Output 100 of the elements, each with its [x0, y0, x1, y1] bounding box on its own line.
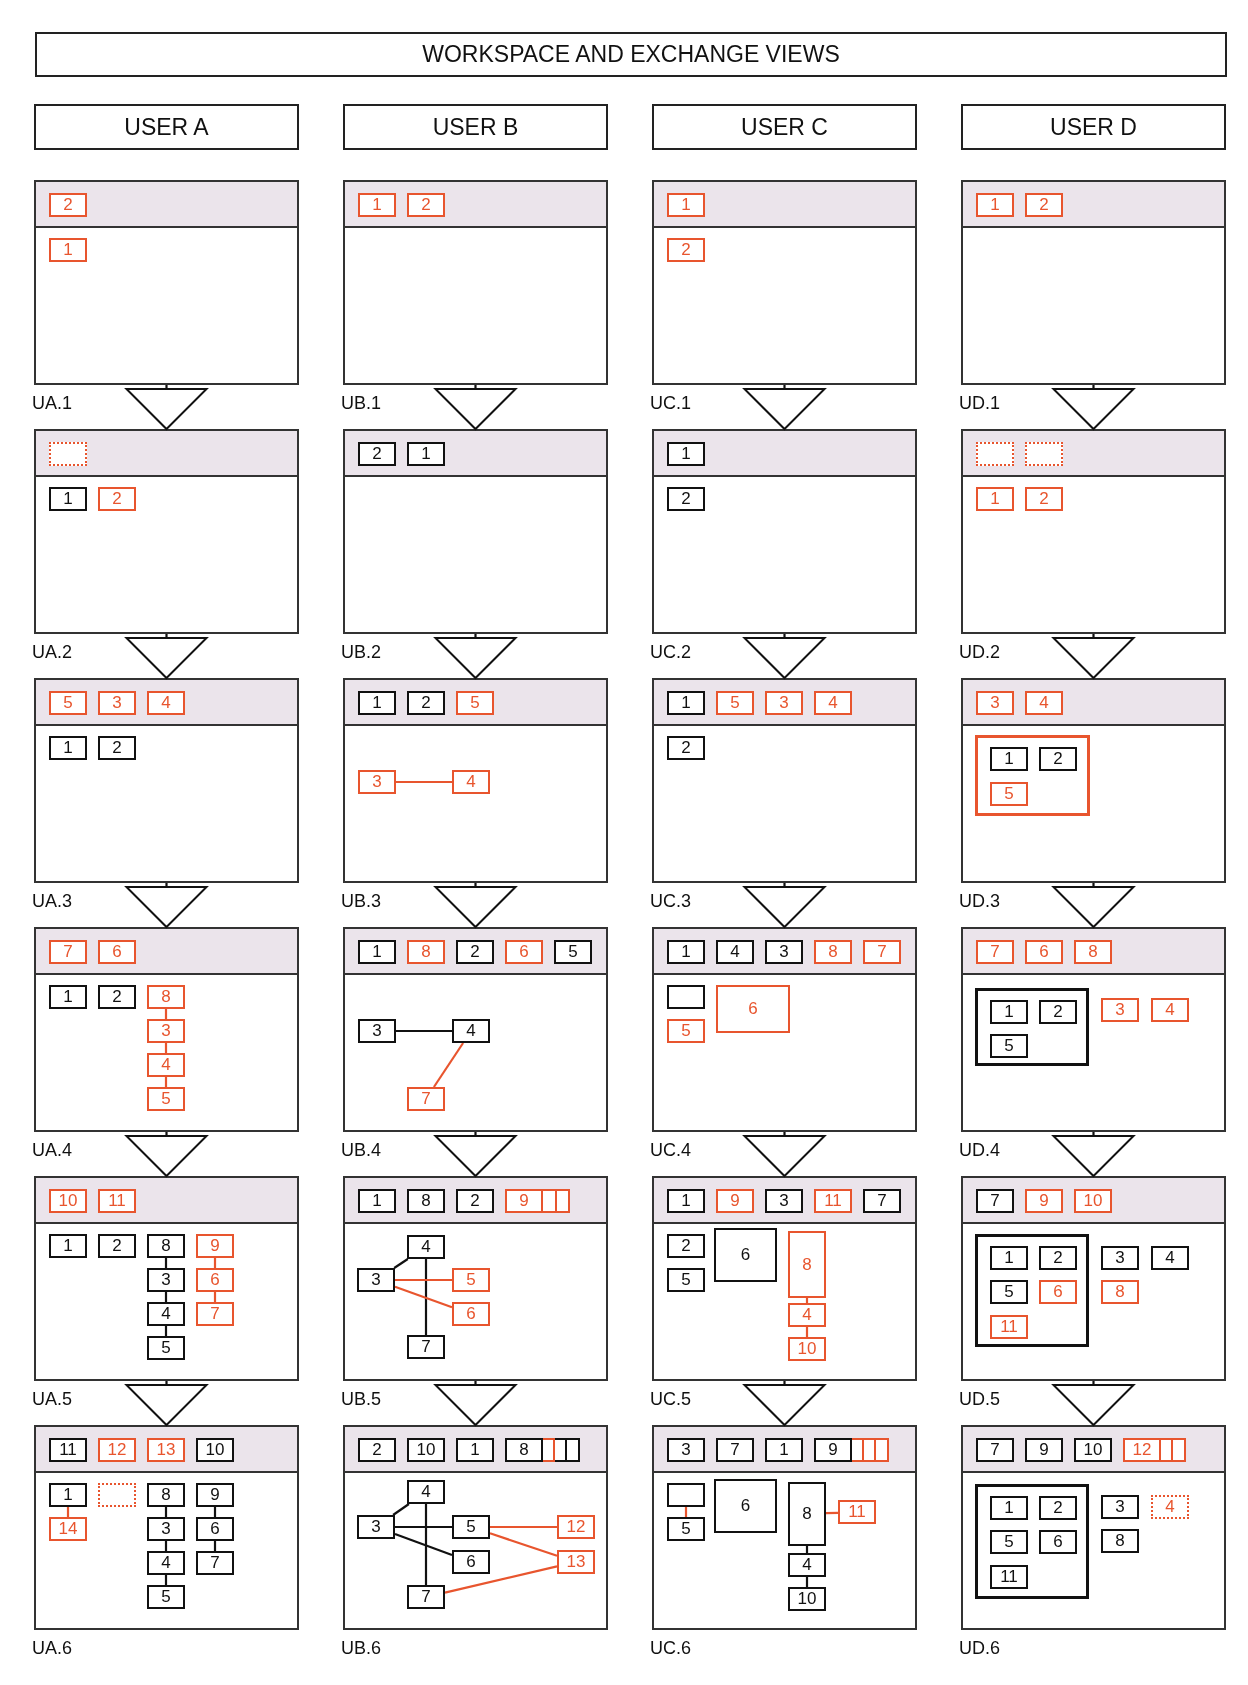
view-label: UC.1: [650, 393, 691, 414]
item-box: 1: [667, 940, 705, 964]
item-box: 4: [147, 1551, 185, 1575]
item-box: 8: [1074, 940, 1112, 964]
connector-line: [424, 1259, 428, 1335]
view-label: UB.1: [341, 393, 382, 414]
stacked-box: [557, 1189, 570, 1213]
view-label: UD.5: [959, 1389, 1000, 1410]
item-box: 3: [147, 1517, 185, 1541]
item-box: 1: [358, 1189, 396, 1213]
item-box: 5: [667, 1517, 705, 1541]
item-box: 3: [358, 770, 396, 794]
view-panel: [343, 927, 608, 1132]
view-panel: [34, 678, 299, 883]
item-box: 1: [667, 691, 705, 715]
item-box: 3: [765, 691, 803, 715]
chevron-arrow: [1052, 634, 1135, 679]
connector-line: [825, 1511, 839, 1515]
item-box: 2: [1039, 747, 1077, 771]
group-box: [975, 1234, 1089, 1347]
item-box: 2: [667, 736, 705, 760]
item-box: 6: [98, 940, 136, 964]
view-panel: [34, 927, 299, 1132]
view-panel: [961, 180, 1226, 385]
chevron-arrow: [434, 1132, 517, 1177]
item-box: 9: [814, 1438, 852, 1462]
item-box: 5: [667, 1019, 705, 1043]
chevron-arrow: [434, 883, 517, 928]
placeholder-box: 4: [1151, 1495, 1189, 1519]
connector-line: [489, 1532, 558, 1557]
stacked-box: [1161, 1438, 1173, 1462]
item-box: 3: [976, 691, 1014, 715]
item-box: 1: [49, 1483, 87, 1507]
connector-line: [424, 1504, 428, 1585]
view-panel: [652, 180, 917, 385]
view-panel: [343, 429, 608, 634]
view-label: UD.2: [959, 642, 1000, 663]
item-box: 2: [98, 487, 136, 511]
item-box: 4: [788, 1553, 826, 1577]
item-box: 3: [1101, 998, 1139, 1022]
item-box: 7: [863, 940, 901, 964]
connector-line: [396, 1029, 452, 1033]
item-box: 7: [196, 1551, 234, 1575]
item-box: 6: [452, 1550, 490, 1574]
view-panel: [961, 1425, 1226, 1630]
item-box: 4: [1151, 998, 1189, 1022]
item-box: 6: [714, 1228, 777, 1282]
view-label: UD.6: [959, 1638, 1000, 1659]
item-box: 10: [788, 1337, 826, 1361]
chevron-arrow: [743, 1381, 826, 1426]
view-panel: [652, 678, 917, 883]
item-box: 1: [49, 487, 87, 511]
item-box: 9: [1025, 1438, 1063, 1462]
item-box: 4: [407, 1480, 445, 1504]
view-panel: [34, 429, 299, 634]
view-panel: [652, 1425, 917, 1630]
item-box: 8: [147, 1483, 185, 1507]
view-panel: [343, 678, 608, 883]
item-box: 1: [990, 1246, 1028, 1270]
item-box: 6: [716, 985, 790, 1033]
item-box: 9: [716, 1189, 754, 1213]
item-box: 1: [990, 747, 1028, 771]
connector-line: [396, 780, 452, 784]
item-box: 3: [765, 1189, 803, 1213]
connector-line: [394, 1285, 453, 1309]
chevron-arrow: [1052, 1132, 1135, 1177]
connector-line: [213, 1258, 217, 1268]
stacked-box: [852, 1438, 864, 1462]
empty-box: [667, 1483, 705, 1507]
view-panel: [961, 429, 1226, 634]
item-box: 8: [814, 940, 852, 964]
item-box: 2: [407, 691, 445, 715]
item-box: 3: [98, 691, 136, 715]
item-box: 1: [667, 1189, 705, 1213]
item-box: 2: [1039, 1000, 1077, 1024]
item-box: 7: [407, 1087, 445, 1111]
chevron-arrow: [743, 385, 826, 430]
item-box: 6: [505, 940, 543, 964]
item-box: 5: [990, 1530, 1028, 1554]
chevron-arrow: [125, 1381, 208, 1426]
view-label: UB.2: [341, 642, 382, 663]
view-label: UC.4: [650, 1140, 691, 1161]
item-box: 6: [452, 1302, 490, 1326]
view-label: UA.5: [32, 1389, 73, 1410]
view-label: UD.4: [959, 1140, 1000, 1161]
view-panel: [34, 1425, 299, 1630]
item-box: 5: [990, 1034, 1028, 1058]
view-label: UC.6: [650, 1638, 691, 1659]
item-box: 11: [814, 1189, 852, 1213]
item-box: 1: [358, 691, 396, 715]
view-label: UC.5: [650, 1389, 691, 1410]
item-box: 9: [196, 1483, 234, 1507]
connector-line: [213, 1541, 217, 1551]
view-label: UB.6: [341, 1638, 382, 1659]
item-box: 5: [990, 782, 1028, 806]
item-box: 2: [1025, 487, 1063, 511]
item-box: 5: [456, 691, 494, 715]
item-box: 1: [358, 940, 396, 964]
item-box: 1: [358, 193, 396, 217]
item-box: 4: [788, 1303, 826, 1327]
